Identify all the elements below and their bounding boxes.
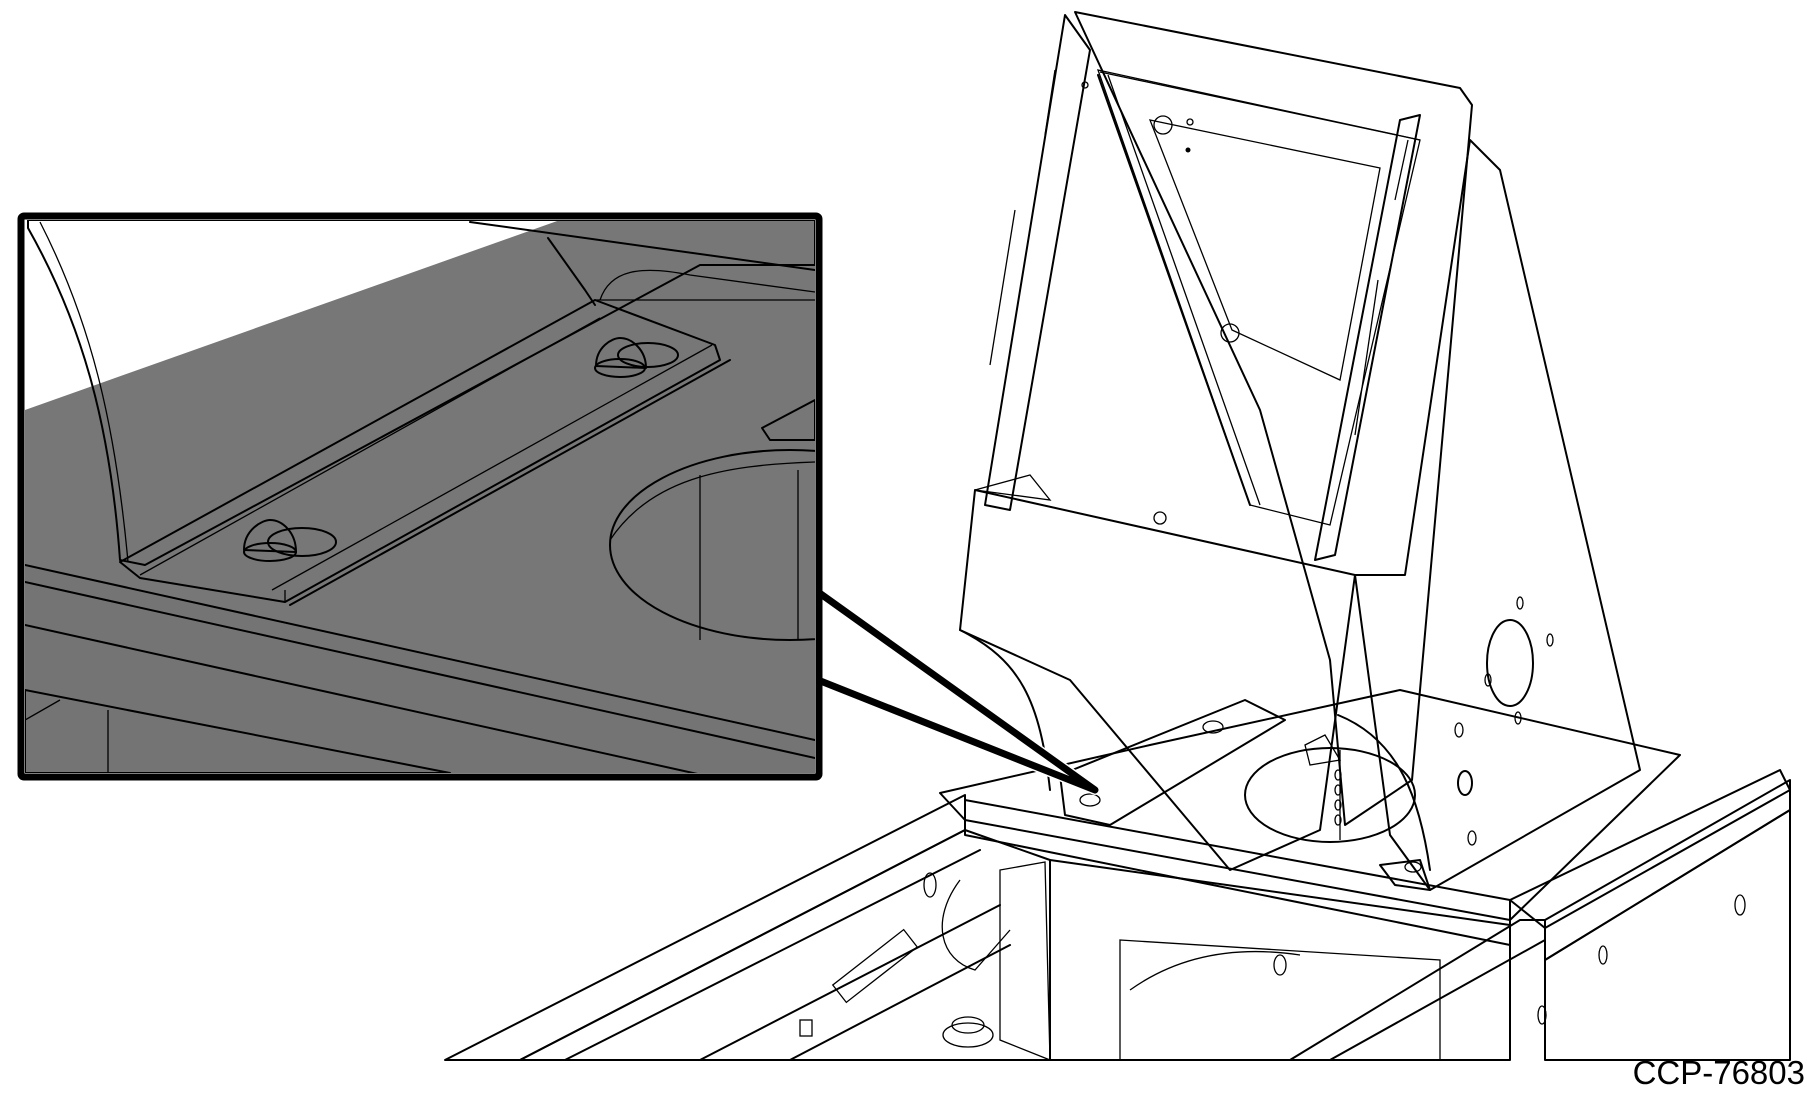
- mounting-bracket: [959, 11, 1641, 891]
- cabinet: [444, 779, 1791, 1061]
- screw-far: [594, 337, 679, 378]
- figure-label: CCP-76803: [1632, 1054, 1805, 1091]
- screw-near: [243, 519, 337, 562]
- top-plate: [939, 689, 1791, 946]
- callout-pointer: [813, 587, 1100, 795]
- inset-detail: [17, 212, 823, 781]
- perforation-holes: [1334, 769, 1342, 826]
